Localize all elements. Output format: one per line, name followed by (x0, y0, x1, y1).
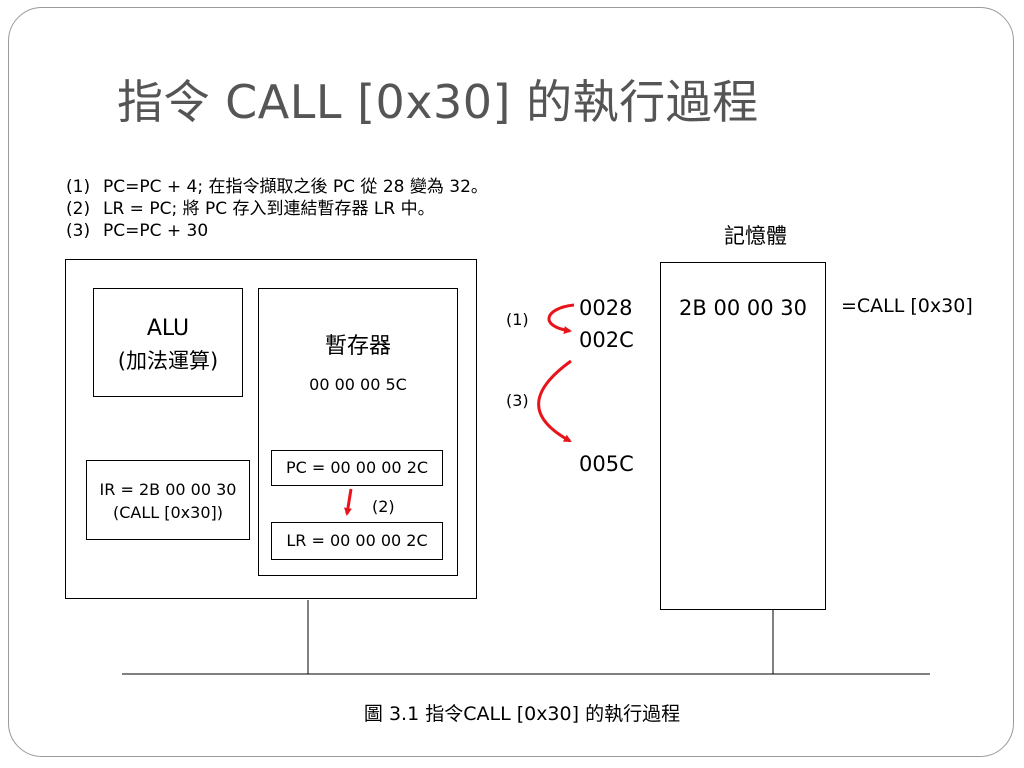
ir-instruction: (CALL [0x30]) (112, 503, 223, 522)
register-group-title: 暫存器 (324, 334, 391, 359)
step-number: (1) (66, 177, 91, 197)
step-3: (3) PC=PC + 30 (66, 220, 488, 242)
arrow-2-line (343, 488, 353, 516)
lr-register-box (271, 522, 443, 560)
lr-register-value: LR = 00 00 00 2C (286, 531, 428, 550)
ir-value: IR = 2B 00 00 30 (99, 480, 237, 499)
step-2: (2) LR = PC; 將 PC 存入到連結暫存器 LR 中。 (66, 198, 488, 220)
figure-caption: 圖 3.1 指令CALL [0x30] 的執行過程 (363, 703, 681, 725)
alu-operation: (加法運算) (117, 349, 219, 373)
alu-label: ALU (146, 316, 190, 341)
slide-frame (8, 7, 1014, 757)
address-005c: 005C (579, 452, 634, 476)
arrow-3-curve (537, 359, 572, 443)
step-text: PC=PC + 4; 在指令擷取之後 PC 從 28 變為 32。 (103, 177, 488, 197)
memory-box (660, 262, 826, 610)
memory-content: 2B 00 00 30 (679, 296, 807, 320)
pc-register-box (271, 450, 443, 486)
ir-box (86, 460, 250, 540)
step-1: (1) PC=PC + 4; 在指令擷取之後 PC 從 28 變為 32。 (66, 176, 488, 198)
step-number: (2) (66, 199, 91, 219)
pc-register-value: PC = 00 00 00 2C (285, 458, 429, 477)
step-number: (3) (66, 221, 91, 241)
step-text: PC=PC + 30 (103, 221, 209, 241)
arrow-3-label: (3) (506, 391, 529, 410)
memory-annotation: =CALL [0x30] (841, 295, 973, 317)
arrow-1-curve (547, 303, 575, 335)
register-value: 00 00 00 5C (309, 375, 407, 394)
address-002c: 002C (579, 328, 634, 352)
alu-box (93, 288, 243, 397)
arrow-1-label: (1) (506, 310, 529, 329)
address-0028: 0028 (579, 296, 633, 320)
slide-title: 指令 CALL [0x30] 的執行過程 (117, 75, 759, 129)
step-text: LR = PC; 將 PC 存入到連結暫存器 LR 中。 (103, 199, 435, 219)
step-list: (1) PC=PC + 4; 在指令擷取之後 PC 從 28 變為 32。 (2)… (66, 176, 488, 242)
memory-title: 記憶體 (724, 224, 787, 248)
arrow-2-label: (2) (372, 497, 395, 516)
